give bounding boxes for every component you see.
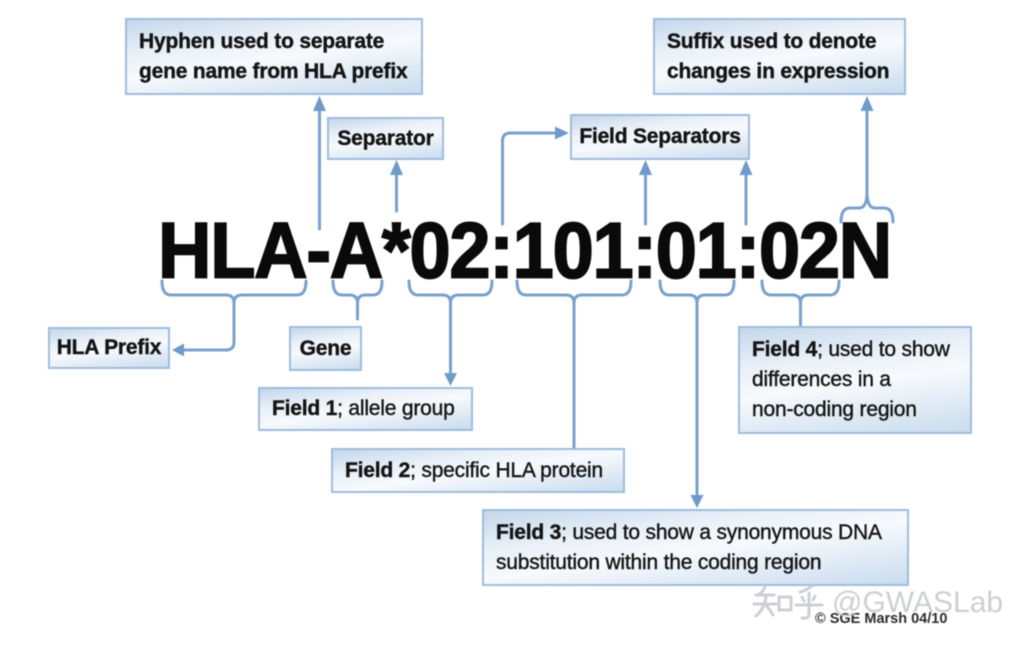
callout-separator-label: Separator [337,126,434,150]
arrowhead-suffix [860,96,874,111]
callout-field4-line2: differences in a [752,368,891,391]
arrowhead-field1 [444,373,457,386]
arrowheads [172,96,874,508]
callout-field1-text: Field 1; allele group [272,397,455,420]
connector-lines [160,109,895,497]
arrowhead-field3 [690,495,704,508]
arrowhead-colon2 [639,160,652,175]
arrowhead-hla-prefix [172,343,184,357]
callout-field-separators-label: Field Separators [579,125,741,148]
callout-suffix-line1: Suffix used to denote [667,29,877,53]
callout-field4-line3: non-coding region [752,398,917,421]
callout-field3: Field 3; used to show a synonymous DNA s… [482,509,909,586]
callout-field2-text: Field 2; specific HLA protein [345,458,604,482]
callout-hla-prefix: HLA Prefix [48,327,170,369]
callout-hyphen-line1: Hyphen used to separate [139,29,385,53]
watermark: @GWASLab [752,584,1003,620]
arrowhead-separator [390,160,403,175]
callout-field4: Field 4; used to show differences in a n… [738,326,972,434]
allele-name-text: HLA-A*02:101:01:02N [157,206,893,295]
watermark-brand-icon [752,584,824,620]
callout-field1: Field 1; allele group [258,387,473,431]
callout-hyphen: Hyphen used to separate gene name from H… [125,18,423,95]
callout-field3-line1: Field 3; used to show a synonymous DNA [496,520,882,544]
callout-field2: Field 2; specific HLA protein [331,448,625,493]
credit-text: © SGE Marsh 04/10 [815,611,948,627]
callout-separator: Separator [327,117,444,160]
arrowhead-hyphen [313,96,326,111]
callout-field3-line2: substitution within the coding region [496,550,822,574]
callout-hla-prefix-label: HLA Prefix [56,336,162,359]
callout-gene: Gene [289,326,362,371]
callout-hyphen-line2: gene name from HLA prefix [139,59,408,83]
callout-gene-label: Gene [299,336,352,360]
arrowhead-field-separators-left [555,126,569,140]
callout-suffix-line2: changes in expression [667,59,890,83]
arrowhead-colon3 [739,160,753,175]
watermark-handle-text: @GWASLab [832,586,1003,619]
line-colon1-elbow [501,131,557,226]
line-hla-prefix [182,301,236,352]
callout-field-separators: Field Separators [570,114,750,160]
callout-suffix: Suffix used to denote changes in express… [653,18,906,95]
callout-field4-line1: Field 4; used to show [752,338,950,361]
